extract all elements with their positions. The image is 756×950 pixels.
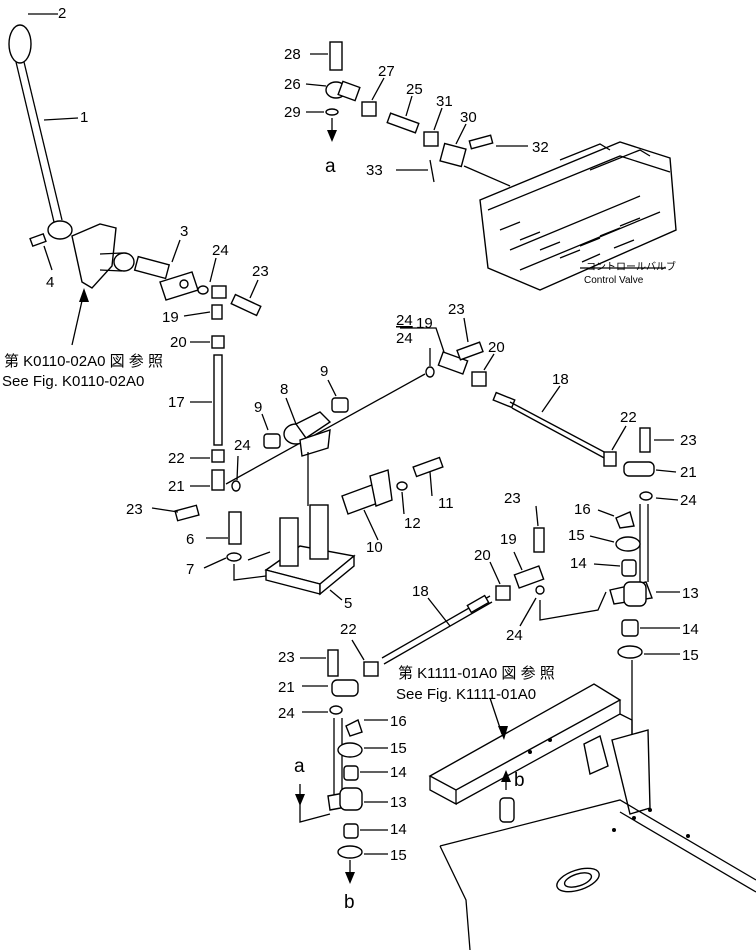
marker-b-bottom: b: [344, 892, 355, 913]
callout-14: 14: [390, 764, 407, 781]
callout-23: 23: [278, 649, 295, 666]
marker-a-bottom: a: [294, 756, 305, 777]
callout-24: 24: [680, 492, 697, 509]
arm-8: [283, 411, 332, 457]
callout-24: 24: [278, 705, 295, 722]
callout-3: 3: [180, 223, 188, 240]
callout-28: 28: [284, 46, 301, 63]
callout-24: 24: [396, 330, 413, 347]
callout-14: 14: [570, 555, 587, 572]
reference-2-jp: 第 K1111-01A0 図 参 照: [398, 664, 555, 682]
callout-20: 20: [474, 547, 491, 564]
callout-22: 22: [168, 450, 185, 467]
callout-32: 32: [532, 139, 549, 156]
callout-9: 9: [320, 363, 328, 380]
callout-21: 21: [680, 464, 697, 481]
callout-7: 7: [186, 561, 194, 578]
marker-b-frame: b: [514, 770, 525, 791]
callout-14: 14: [682, 621, 699, 638]
callout-18: 18: [412, 583, 429, 600]
callout-12: 12: [404, 515, 421, 532]
callout-24: 24: [212, 242, 229, 259]
callout-18: 18: [552, 371, 569, 388]
callout-13: 13: [682, 585, 699, 602]
callout-21: 21: [168, 478, 185, 495]
callout-24: 24: [506, 627, 523, 644]
callout-25: 25: [406, 81, 423, 98]
callout-22: 22: [340, 621, 357, 638]
callout-2: 2: [58, 5, 66, 22]
callout-11: 11: [438, 495, 454, 512]
reference-1-jp: 第 K0110-02A0 図 参 照: [4, 352, 163, 370]
callout-13: 13: [390, 794, 407, 811]
lever-bracket: [133, 255, 199, 301]
callout-19: 19: [500, 531, 517, 548]
callout-23: 23: [126, 501, 143, 518]
callout-10: 10: [366, 539, 383, 556]
reference-1-en: See Fig. K0110-02A0: [2, 373, 144, 390]
callout-15: 15: [682, 647, 699, 664]
callout-23: 23: [504, 490, 521, 507]
callout-20: 20: [170, 334, 187, 351]
callout-8: 8: [280, 381, 288, 398]
callout-15: 15: [390, 847, 407, 864]
callout-26: 26: [284, 76, 301, 93]
base-bracket: [264, 504, 356, 596]
lever-cover: [71, 223, 135, 289]
valve-label-jp: コントロールバルブ: [586, 260, 676, 273]
callout-19: 19: [416, 315, 433, 332]
callout-15: 15: [568, 527, 585, 544]
valve-label-en: Control Valve: [584, 275, 644, 286]
rod-17: [213, 354, 223, 446]
lever-13-upper: [609, 581, 653, 607]
callout-16: 16: [390, 713, 407, 730]
callout-20: 20: [488, 339, 505, 356]
callout-33: 33: [366, 162, 383, 179]
callout-22: 22: [620, 409, 637, 426]
callout-23: 23: [448, 301, 465, 318]
callout-27: 27: [378, 63, 395, 80]
marker-a-top: a: [325, 156, 336, 177]
frame: [428, 683, 756, 950]
control-valve: [479, 141, 677, 291]
nut: [211, 285, 227, 299]
washer: [197, 285, 209, 295]
callout-14: 14: [390, 821, 407, 838]
callout-16: 16: [574, 501, 591, 518]
callout-30: 30: [460, 109, 477, 126]
callout-9: 9: [254, 399, 262, 416]
callout-31: 31: [436, 93, 453, 110]
callout-21: 21: [278, 679, 295, 696]
callout-29: 29: [284, 104, 301, 121]
callout-4: 4: [46, 274, 54, 291]
callout-5: 5: [344, 595, 352, 612]
reference-2-en: See Fig. K1111-01A0: [396, 686, 536, 703]
lever-13-lower: [327, 787, 363, 811]
control-lever: [8, 24, 73, 248]
callout-24: 24: [234, 437, 251, 454]
callout-6: 6: [186, 531, 194, 548]
callout-19: 19: [162, 309, 179, 326]
callout-23: 23: [252, 263, 269, 280]
callout-23: 23: [680, 432, 697, 449]
callout-1: 1: [80, 109, 88, 126]
callout-24-19: 24: [396, 312, 413, 329]
callout-15: 15: [390, 740, 407, 757]
callout-17: 17: [168, 394, 185, 411]
